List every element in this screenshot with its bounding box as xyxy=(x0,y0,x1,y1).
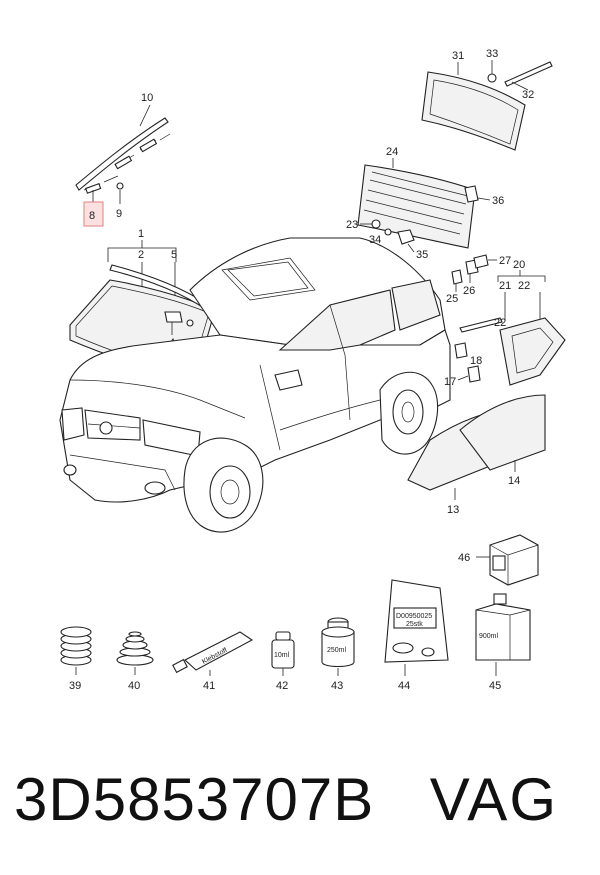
part-number: 3D5853707B xyxy=(14,766,375,833)
callout-8: 8 xyxy=(89,210,95,222)
callout-22b: 22 xyxy=(494,317,506,329)
part-43-can: 250ml 43 xyxy=(321,617,355,692)
quarter-window-group: 20 21 22 22 18 17 xyxy=(444,259,566,388)
callout-44: 44 xyxy=(398,680,410,692)
callout-14: 14 xyxy=(508,475,520,487)
callout-34: 34 xyxy=(369,234,381,246)
brand-name: VAG xyxy=(429,766,558,833)
bottle-label: 900ml xyxy=(479,633,499,640)
car-illustration xyxy=(59,237,451,533)
windshield-trim-strip: 10 xyxy=(75,92,169,191)
callout-18: 18 xyxy=(470,355,482,367)
callout-1: 1 xyxy=(138,228,144,240)
part-9-screw: 9 xyxy=(116,182,124,220)
callout-27: 27 xyxy=(499,255,511,267)
callout-2: 2 xyxy=(138,249,144,261)
callout-26: 26 xyxy=(463,285,475,297)
callout-33: 33 xyxy=(486,48,498,60)
door-glasses: 14 13 xyxy=(407,394,546,516)
callout-5: 5 xyxy=(171,249,177,261)
callout-41: 41 xyxy=(203,680,215,692)
callout-9: 9 xyxy=(116,208,122,220)
callout-10: 10 xyxy=(141,92,153,104)
small-parts-25-27: 25 26 27 xyxy=(446,254,511,305)
tailgate-glass: 24 36 23 34 35 xyxy=(346,146,504,261)
callout-22: 22 xyxy=(518,280,530,292)
part-45-bottle: 900ml 45 xyxy=(475,593,531,692)
callout-35: 35 xyxy=(416,249,428,261)
callout-24: 24 xyxy=(386,146,398,158)
callout-13: 13 xyxy=(447,504,459,516)
part-39-spring: 39 xyxy=(60,626,92,692)
trim-clips xyxy=(83,133,171,194)
callout-46: 46 xyxy=(458,552,470,564)
part-8-highlighted: 8 xyxy=(83,190,104,227)
callout-45: 45 xyxy=(489,680,501,692)
part-41-tube: Klebstoff 41 xyxy=(172,631,254,692)
part-46-box: 46 xyxy=(458,534,539,586)
part-40-cone: 40 xyxy=(116,631,154,692)
callout-31: 31 xyxy=(452,50,464,62)
part-42-vial: 10ml 42 xyxy=(271,631,295,692)
callout-25: 25 xyxy=(446,293,458,305)
callout-23: 23 xyxy=(346,219,358,231)
callout-32: 32 xyxy=(522,89,534,101)
bag-code-label: D00950025 xyxy=(396,613,432,620)
bag-qty-label: 25stk xyxy=(406,621,423,628)
callout-43: 43 xyxy=(331,680,343,692)
callout-40: 40 xyxy=(128,680,140,692)
callout-42: 42 xyxy=(276,680,288,692)
vial-label: 10ml xyxy=(274,652,290,659)
consumables-row: 39 40 Klebstoff 41 10ml 42 xyxy=(60,579,531,692)
callout-36: 36 xyxy=(492,195,504,207)
callout-39: 39 xyxy=(69,680,81,692)
footer: 3D5853707B VAG xyxy=(0,760,600,850)
callout-20: 20 xyxy=(513,259,525,271)
callout-21: 21 xyxy=(499,280,511,292)
highlight-box xyxy=(83,201,104,227)
can-label: 250ml xyxy=(327,647,347,654)
part-44-bag: D00950025 25stk 44 xyxy=(384,579,449,692)
callout-17: 17 xyxy=(444,376,456,388)
rear-window: 31 33 32 xyxy=(421,48,553,151)
